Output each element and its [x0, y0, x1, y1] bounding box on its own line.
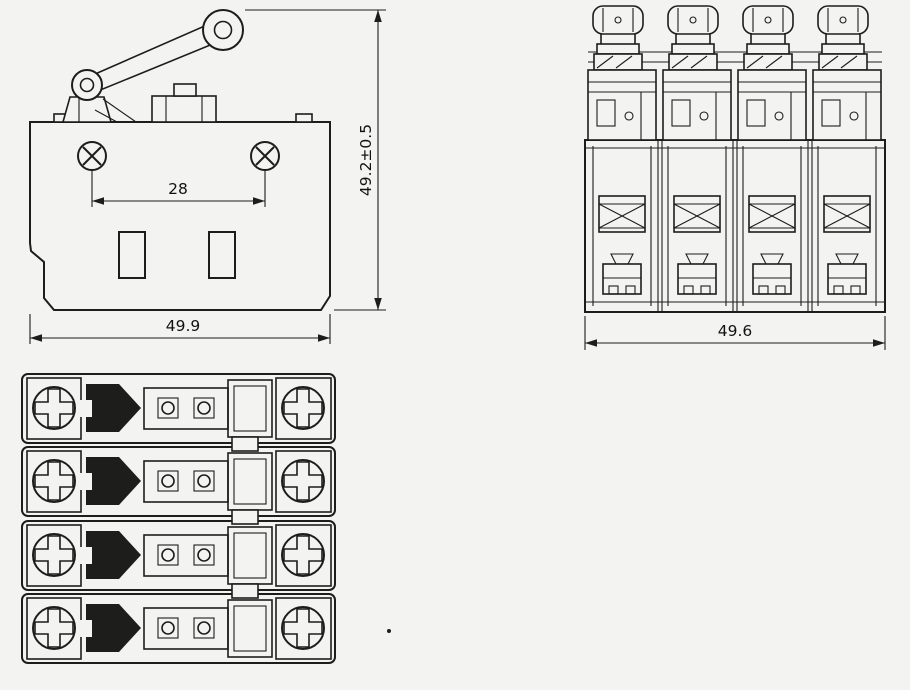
top-boss-right: [295, 113, 313, 123]
plan-row-3: [21, 520, 336, 591]
dimension-label-side-width: 49.6: [718, 322, 753, 340]
mounting-screw-right: [250, 141, 280, 171]
switch-body: [29, 113, 331, 311]
plan-row-2: [21, 446, 336, 517]
dimension-front-height: 49.2±0.5: [245, 9, 386, 311]
mounting-screw-left: [77, 141, 107, 171]
dimension-side-width: 49.6: [584, 316, 886, 350]
plunger: [173, 83, 197, 97]
terminal-slot-right: [208, 231, 236, 279]
row-connectors: [231, 436, 259, 599]
module-dividers: [657, 140, 813, 312]
roller: [202, 9, 244, 51]
plan-row-4: [21, 593, 336, 664]
side-module-3: [737, 5, 807, 307]
terminal-slot-left: [118, 231, 146, 279]
plan-view: [21, 373, 336, 664]
dimension-label-screw-spacing: 28: [168, 180, 188, 198]
side-module-1: [587, 5, 657, 307]
dimension-screw-spacing: 28: [91, 170, 266, 207]
front-view: 28 49.9 49.2±0.5: [29, 9, 386, 344]
plunger-housing: [151, 83, 217, 123]
dimension-label-front-width: 49.9: [166, 317, 201, 335]
terminal-block: [584, 139, 886, 313]
side-module-2: [662, 5, 732, 307]
dimension-front-width: 49.9: [29, 314, 331, 344]
side-module-4: [812, 5, 882, 307]
roller-lever: [61, 9, 244, 123]
pivot: [71, 69, 103, 101]
stray-mark: [387, 629, 391, 633]
dimension-label-front-height: 49.2±0.5: [357, 124, 375, 196]
side-view: 49.6: [584, 5, 886, 350]
plan-row-1: [21, 373, 336, 444]
